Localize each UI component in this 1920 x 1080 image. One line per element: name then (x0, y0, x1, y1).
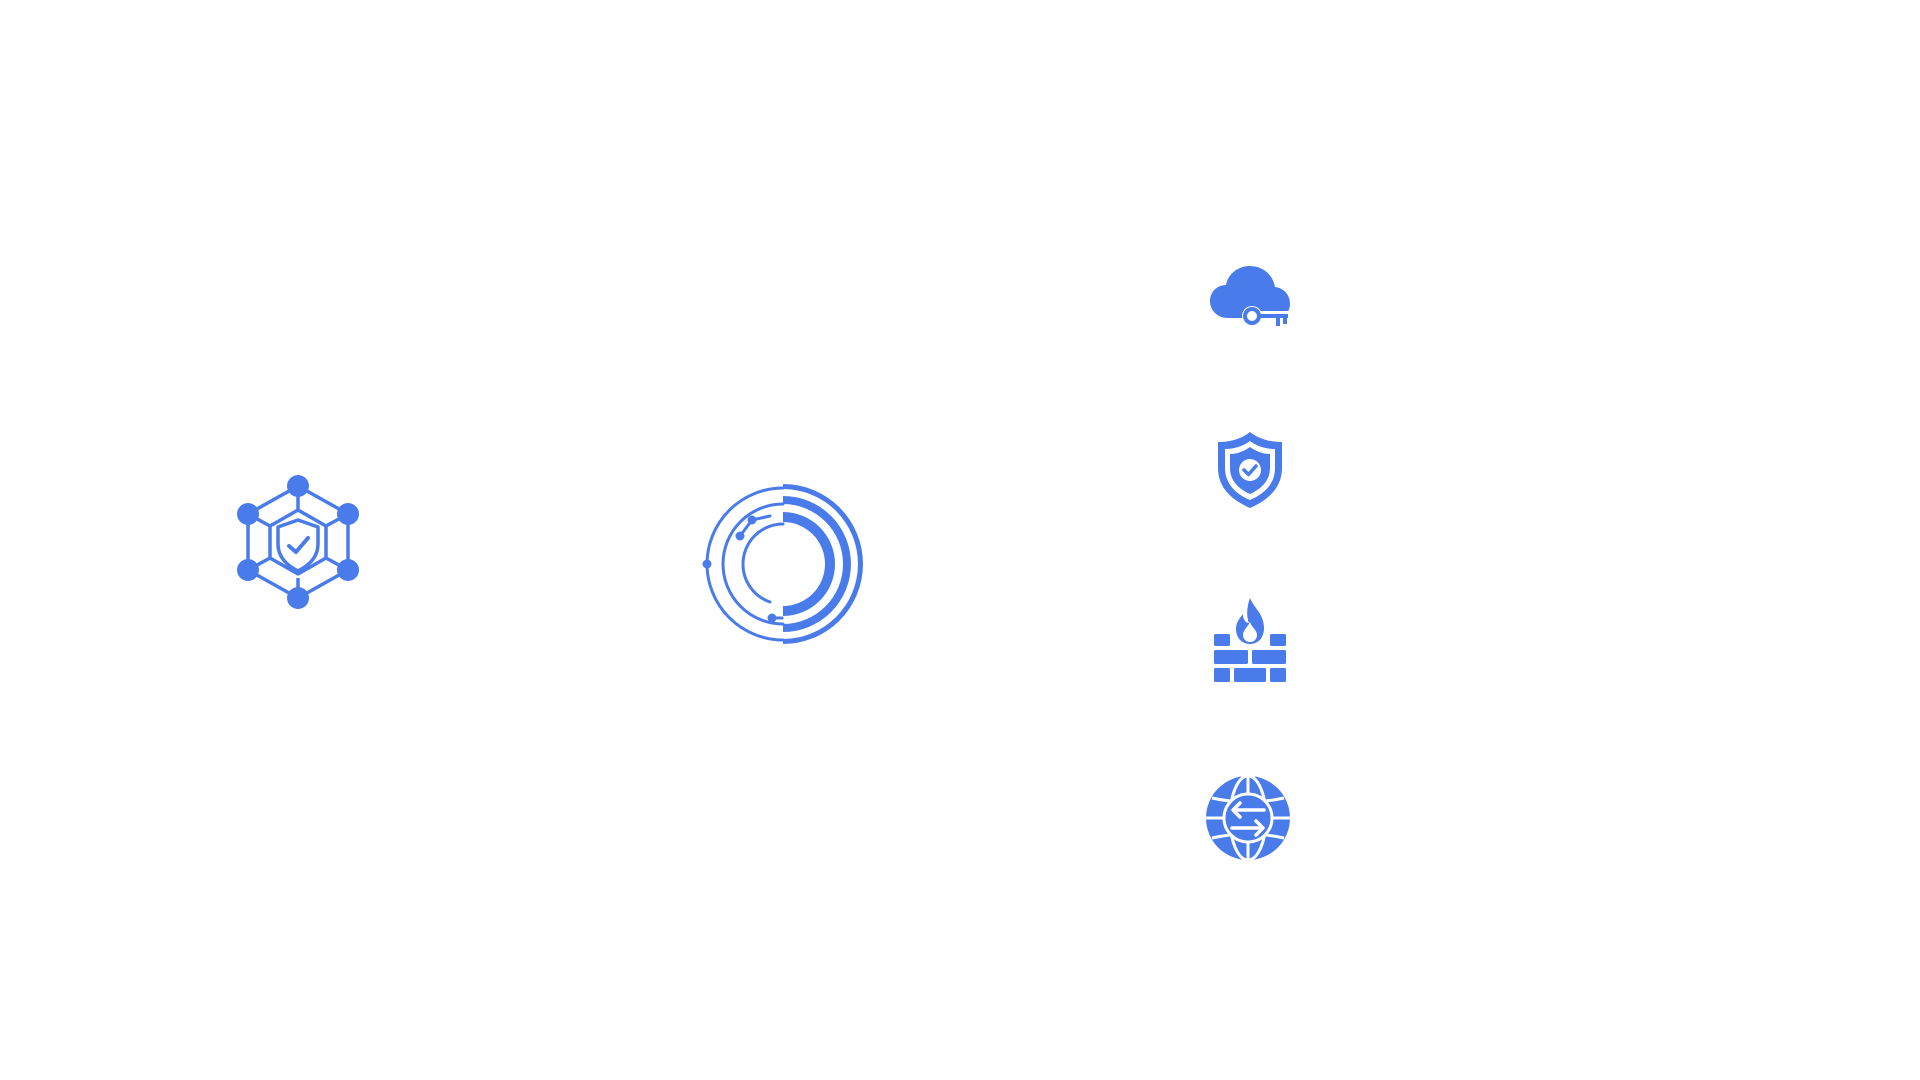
cloud-key-icon (1208, 262, 1292, 334)
concentric-rings-logo-icon (700, 484, 866, 644)
firewall-icon (1212, 598, 1288, 684)
shield-check-icon (1216, 432, 1284, 508)
globe-exchange-icon (1204, 774, 1292, 862)
network-shield-icon (236, 474, 360, 610)
